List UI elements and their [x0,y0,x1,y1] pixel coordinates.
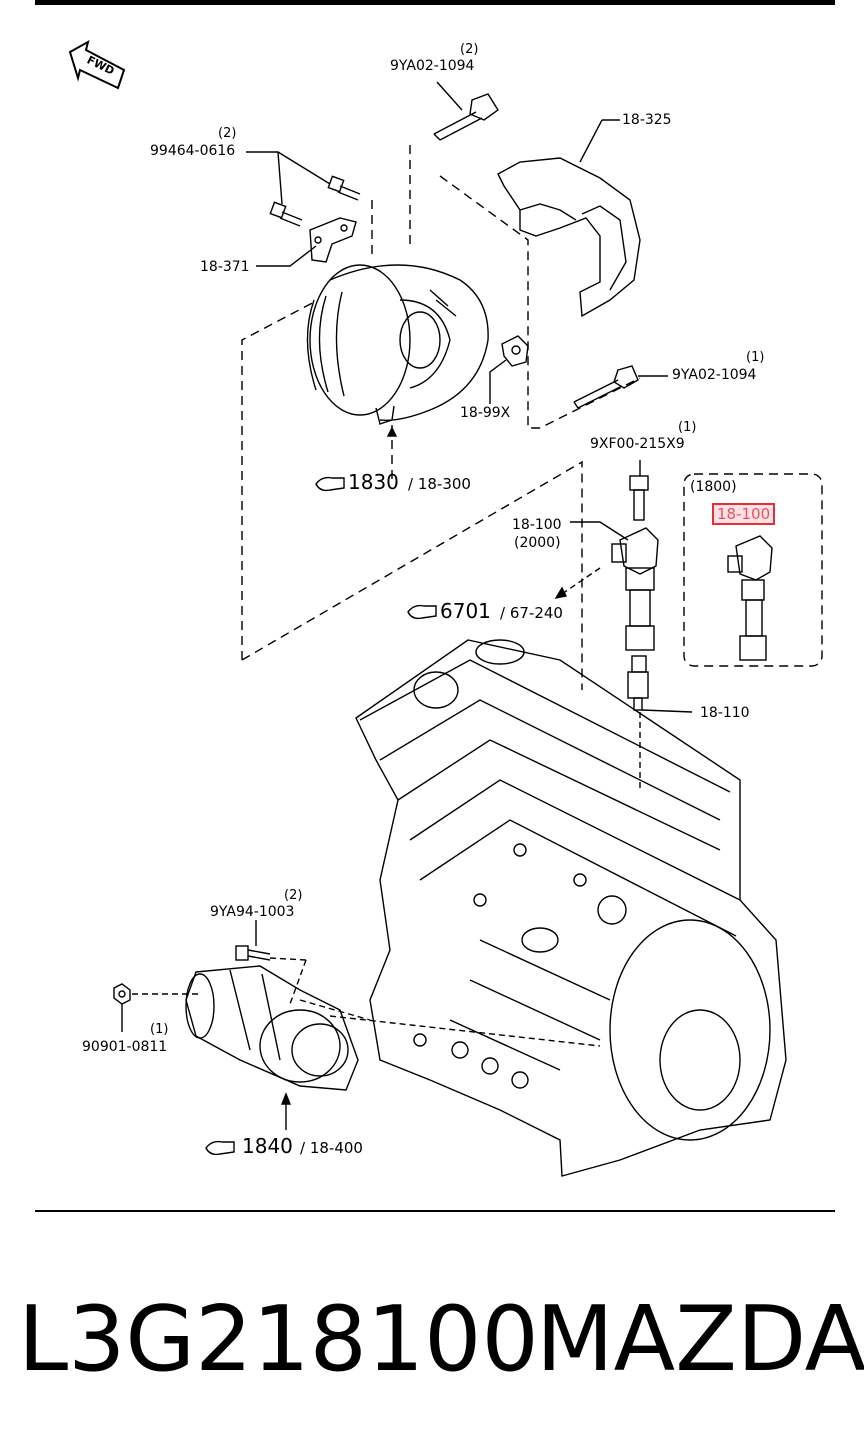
bolt-left-qty: (2) [218,126,237,141]
alternator-ref-number: 1830 [348,470,399,494]
nut-qty: (1) [150,1022,169,1037]
sensor-part-number: 18-99X [460,405,511,421]
engine-ref-part: / 67-240 [500,604,563,622]
starter-motor [185,965,359,1091]
footer-part-number: L3G218100 [18,1287,539,1392]
bottom-border-rule [35,1210,835,1212]
engine-block [355,639,787,1177]
nut-part-number: 90901-0811 [82,1039,168,1055]
coil-bolt-part-number: 9XF00-215X9 [590,436,685,452]
starter-bolt-part-number: 9YA94-1003 [210,904,295,920]
engine-ref-number: 6701 [440,599,491,623]
footer: L3G218100 MAZDA [0,1290,864,1400]
bolts-left [269,175,361,227]
bracket [309,217,357,263]
alternator-ref-part: / 18-300 [408,475,471,493]
footer-brand: MAZDA [536,1287,864,1392]
coil-part-number: 18-100 [512,517,562,533]
spark-plug-part-number: 18-110 [700,705,750,721]
inset-frame [683,473,823,667]
alternator-body [306,264,489,425]
top-border-rule [35,0,835,5]
bolt-top-qty: (2) [460,42,479,57]
sensor [501,335,529,367]
starter-ref-number: 1840 [242,1134,293,1158]
ignition-coil [611,527,659,651]
starter-bolt [235,945,271,961]
inset-variant: (1800) [690,479,737,495]
bolt-right-part-number: 9YA02-1094 [672,367,757,383]
heat-cover [497,157,641,318]
reference-hand-icon-1840 [205,1140,235,1156]
bolt-right-qty: (1) [746,350,765,365]
bolt-top-part-number: 9YA02-1094 [390,58,475,74]
highlighted-coil-part-number[interactable]: 18-100 [712,503,776,525]
alternator-dashed-frame [241,145,641,690]
coil-variant: (2000) [514,535,561,551]
bolt-left-part-number: 99464-0616 [150,143,236,159]
starter-bolt-qty: (2) [284,888,303,903]
reference-hand-icon-6701 [407,604,437,620]
starter-ref-part: / 18-400 [300,1139,363,1157]
coil-bolt [629,475,649,521]
nut [113,983,131,1005]
fwd-arrow-icon [68,40,126,90]
bolt-top [433,93,499,141]
bracket-part-number: 18-371 [200,259,250,275]
reference-hand-icon-1830 [315,476,345,492]
spark-plug [627,655,649,711]
exploded-parts-diagram [68,40,823,1177]
cover-part-number: 18-325 [622,112,672,128]
bolt-right [573,365,639,409]
coil-bolt-qty: (1) [678,420,697,435]
